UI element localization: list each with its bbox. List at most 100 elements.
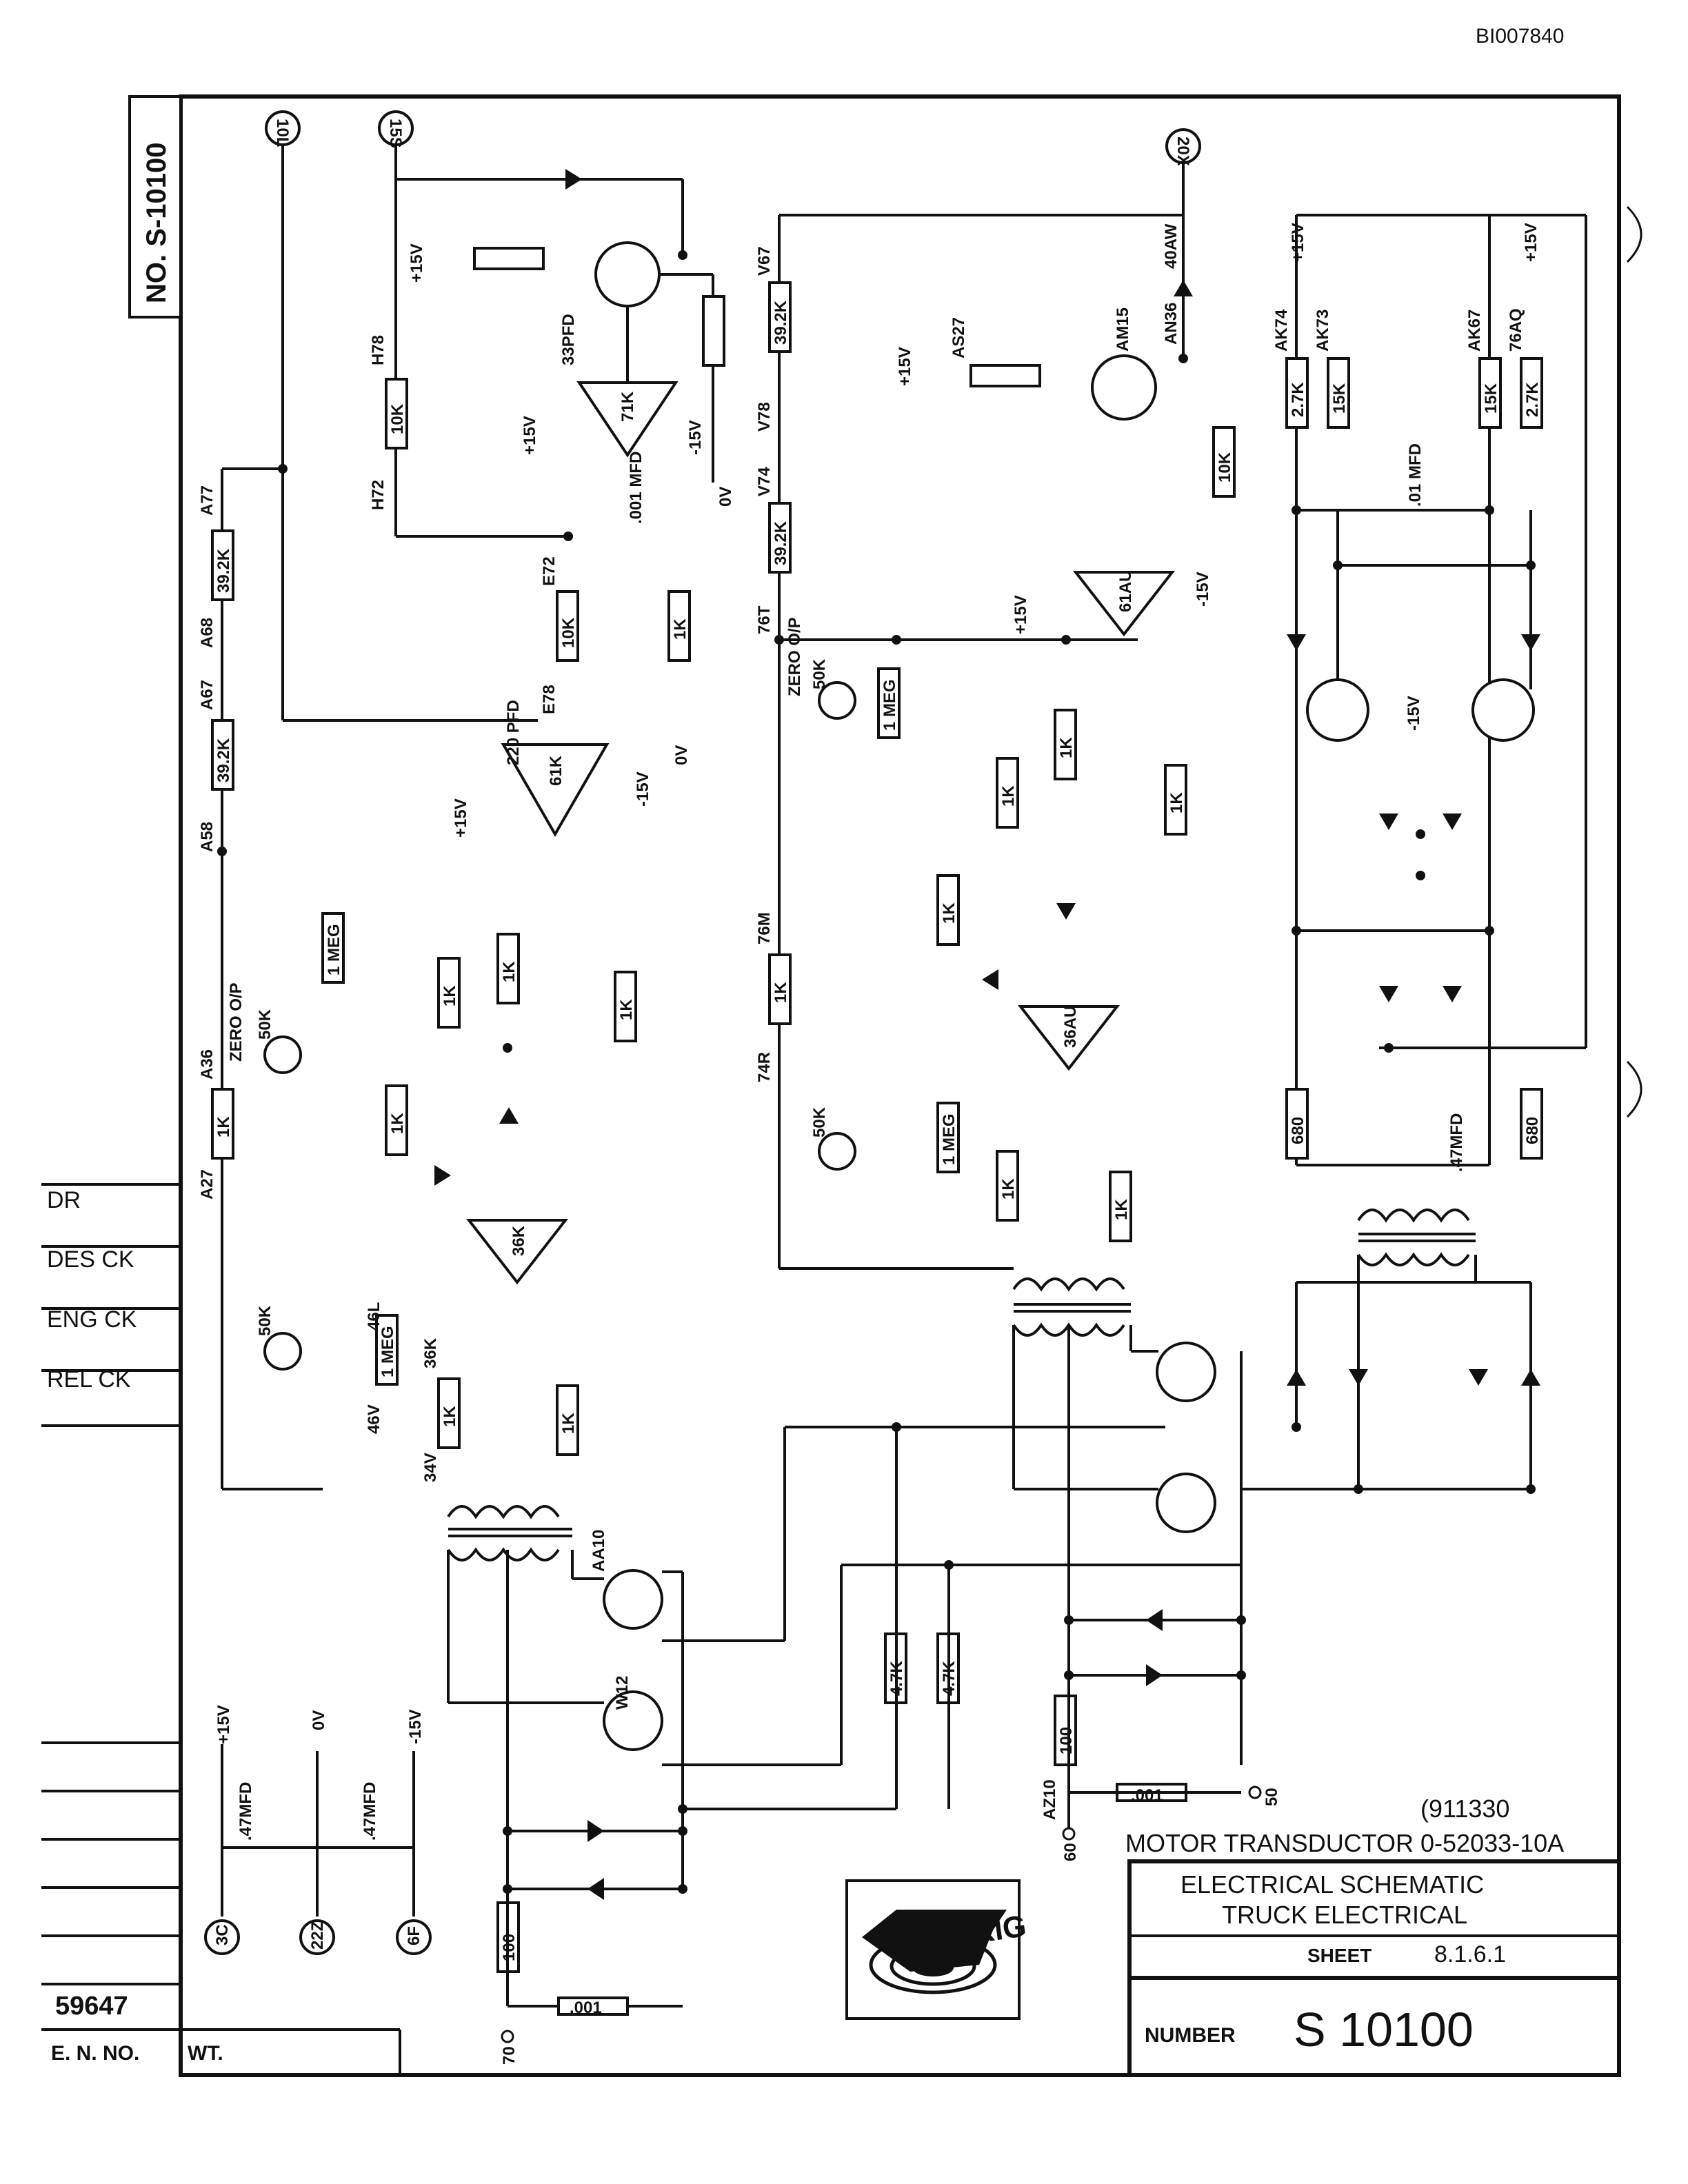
resistor-value: 4.7K [940,1661,958,1696]
side-number-box [128,95,182,318]
resistor-value: 100 [1057,1727,1076,1755]
diode-ad16 [1349,1369,1368,1386]
diode-47az [1056,903,1076,920]
resistor-1K-46l [437,957,461,1029]
ref-label: 40AW [1162,223,1180,269]
resistor-15K-ab32 [1327,357,1350,429]
pot-54AD [818,681,856,720]
fet-AM15 [1156,1342,1216,1402]
transformer-right-secondary [1357,1252,1470,1266]
capacitor-label: .47MFD [361,1782,379,1841]
pot-label: 50K [810,1106,829,1138]
ref-label: 76M [755,912,774,944]
transistor-Y43 [1471,678,1535,742]
number-value: S 10100 [1294,2003,1474,2056]
resistor-value: 15K [1482,383,1500,414]
resistor-1MEG-51an [877,667,901,739]
resistor-1MEG-40aw [936,1102,960,1173]
resistor-value: 1K [1112,1199,1131,1220]
resistor-1K-56n [667,590,691,662]
resistor-1K-40aq [996,757,1019,829]
rail-label: +15V [1012,595,1030,634]
resistor-value: 39.2K [772,300,790,345]
ref-label: V67 [755,246,774,276]
terminal-70 [501,2030,514,2043]
pot-label: 50K [256,1009,274,1040]
diode-v74 [565,169,582,190]
ref-label: H72 [369,480,388,510]
title-line1: ELECTRICAL SCHEMATIC [1180,1870,1484,1899]
resistor-1K-55ar [1164,764,1187,836]
resistor-value: 680 [1523,1117,1542,1144]
ref-label: H78 [369,335,388,365]
resistor-value: 1 MEG [881,679,899,731]
pot-label: ZERO O/P [227,982,245,1062]
fet-T15 [603,1569,663,1630]
terminal-label: 70 [500,2046,519,2065]
ref-label: AK74 [1272,309,1291,352]
diode-w18 [1521,1369,1540,1386]
rail-label: +15V [1289,223,1307,262]
ref-label: W12 [613,1676,632,1710]
pot-64S [263,1332,302,1371]
rail-label: -15V [634,771,652,807]
diode-v37 [434,1165,451,1186]
resistor-680-y46 [1520,1088,1543,1160]
resistor-value: 1K [940,902,958,924]
rail-label: +15V [521,416,539,455]
rail-label: +15V [408,243,426,283]
ref-label: AZ10 [1041,1779,1059,1820]
capacitor-label: .01 MFD [1406,443,1425,507]
rail-label: +15V [452,798,470,838]
connector-22Z-circle [299,1919,335,1955]
rail-label: +15V [214,1705,233,1744]
logo-badge [862,1910,1007,1972]
pot-label: 50K [810,658,829,689]
ref-label: A77 [198,485,217,516]
resistor-value: 39.2K [772,520,790,565]
pot-label: ZERO O/P [785,617,804,696]
pot-label: 50K [256,1305,274,1336]
opamp-61AU [1072,571,1176,637]
ref-label: E78 [540,685,559,714]
resistor-10K-h78 [385,378,408,449]
diode-y65 [1379,813,1398,830]
opamp-61K [501,743,610,838]
resistor-15K-ad32 [1478,357,1502,429]
connector-3C-circle [204,1919,240,1955]
resistor-value: 39.2K [214,738,233,782]
capacitor-label: .001 [570,1999,602,2017]
en-label: E. N. NO. [51,2042,139,2065]
en-number: 59647 [55,1992,128,2021]
ref-label: AK67 [1465,310,1484,352]
diode-30bb [982,969,998,990]
doc-id: BI007840 [1476,25,1564,48]
rail-label: -15V [1405,696,1423,731]
resistor-1K-38az [936,874,960,946]
resistor-1K-33q [556,1384,579,1456]
resistor-value: 1K [617,999,636,1020]
edge-notch [1626,1060,1642,1118]
rail-label: 0V [716,487,735,507]
resistor-680-ag46 [1285,1088,1309,1160]
tab-dr: DR [47,1187,81,1213]
diode-aa16 [1469,1369,1488,1386]
fet-T10 [603,1690,663,1751]
resistor-76aq [969,364,1041,387]
ref-label: 36K [421,1337,440,1368]
resistor-value: 2.7K [1523,382,1542,417]
resistor-value: 10K [388,403,407,434]
tab-des-ck: DES CK [47,1246,134,1273]
resistor-value: 1K [500,961,519,982]
diode-ag37 [1287,634,1306,651]
rail-label: -15V [686,420,705,455]
resistor-1K-an36 [996,1150,1019,1222]
resistor-value: 1 MEG [940,1113,958,1165]
terminal-60 [1062,1827,1076,1841]
transistor-74R [594,241,661,307]
sheet-value: 8.1.6.1 [1434,1941,1506,1968]
resistor-value: 39.2K [214,548,233,593]
resistor-value: 10K [559,617,578,648]
connector-20X-label: 20X [1174,136,1192,166]
